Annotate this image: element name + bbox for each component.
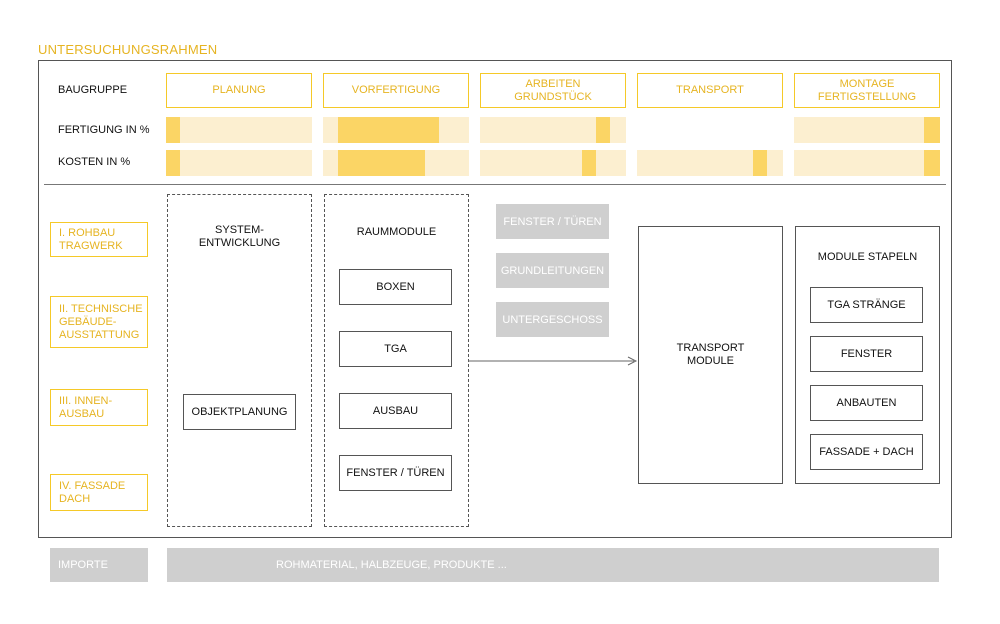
phase-transport: TRANSPORT xyxy=(637,73,783,108)
row-label-baugruppe: BAUGRUPPE xyxy=(58,84,128,96)
kosten-fill-vorfertigung xyxy=(338,150,425,176)
fertigung-bar-planung xyxy=(166,117,312,143)
fertigung-fill-vorfertigung xyxy=(338,117,439,143)
transport-module-box: TRANSPORT MODULE xyxy=(638,226,783,484)
importe-label: IMPORTE xyxy=(50,548,148,582)
fenster-tueren-box: FENSTER / TÜREN xyxy=(339,455,452,491)
kosten-bar-arbeiten-grundstueck xyxy=(480,150,626,176)
flow-arrow xyxy=(468,356,638,366)
diagram-frame xyxy=(38,60,952,538)
objektplanung-box: OBJEKTPLANUNG xyxy=(183,394,296,430)
row-label-kosten: KOSTEN IN % xyxy=(58,156,131,168)
category-innenausbau: III. INNEN- AUSBAU xyxy=(50,389,148,426)
kosten-bar-vorfertigung xyxy=(323,150,469,176)
kosten-fill-arbeiten-grundstueck xyxy=(582,150,596,176)
ausbau-box: AUSBAU xyxy=(339,393,452,429)
anbauten-box: ANBAUTEN xyxy=(810,385,923,421)
phase-vorfertigung: VORFERTIGUNG xyxy=(323,73,469,108)
category-technische-gebaeudeausstattung: II. TECHNISCHE GEBÄUDE- AUSSTATTUNG xyxy=(50,296,148,348)
phase-planung: PLANUNG xyxy=(166,73,312,108)
kosten-bar-transport xyxy=(637,150,783,176)
fassade-dach-box: FASSADE + DACH xyxy=(810,434,923,470)
fertigung-bar-arbeiten-grundstueck xyxy=(480,117,626,143)
kosten-bar-planung xyxy=(166,150,312,176)
systementwicklung-title: SYSTEM- ENTWICKLUNG xyxy=(198,224,281,249)
tga-straenge-box: TGA STRÄNGE xyxy=(810,287,923,323)
phase-montage-fertigstellung: MONTAGE FERTIGSTELLUNG xyxy=(794,73,940,108)
tga-box: TGA xyxy=(339,331,452,367)
fertigung-bar-montage xyxy=(794,117,940,143)
importe-content: ROHMATERIAL, HALBZEUGE, PRODUKTE ... xyxy=(167,548,939,582)
planung-column xyxy=(167,194,312,527)
montage-column xyxy=(795,226,940,484)
kosten-fill-planung xyxy=(166,150,180,176)
fertigung-bar-vorfertigung xyxy=(323,117,469,143)
section-divider xyxy=(44,184,946,185)
category-rohbau-tragwerk: I. ROHBAU TRAGWERK xyxy=(50,222,148,257)
row-label-fertigung: FERTIGUNG IN % xyxy=(58,124,150,136)
grundstueck-fenster-tueren: FENSTER / TÜREN xyxy=(496,204,609,239)
fertigung-fill-montage xyxy=(924,117,940,143)
fertigung-fill-planung xyxy=(166,117,180,143)
phase-arbeiten-grundstueck: ARBEITEN GRUNDSTÜCK xyxy=(480,73,626,108)
fenster-box: FENSTER xyxy=(810,336,923,372)
module-stapeln-title: MODULE STAPELN xyxy=(817,251,918,263)
kosten-fill-transport xyxy=(753,150,767,176)
raummodule-title: RAUMMODULE xyxy=(356,226,437,238)
grundstueck-grundleitungen: GRUNDLEITUNGEN xyxy=(496,253,609,288)
category-fassade-dach: IV. FASSADE DACH xyxy=(50,474,148,511)
page-title: UNTERSUCHUNGSRAHMEN xyxy=(38,42,218,57)
kosten-bar-montage xyxy=(794,150,940,176)
kosten-fill-montage xyxy=(924,150,940,176)
grundstueck-untergeschoss: UNTERGESCHOSS xyxy=(496,302,609,337)
boxen-box: BOXEN xyxy=(339,269,452,305)
fertigung-fill-arbeiten-grundstueck xyxy=(596,117,610,143)
